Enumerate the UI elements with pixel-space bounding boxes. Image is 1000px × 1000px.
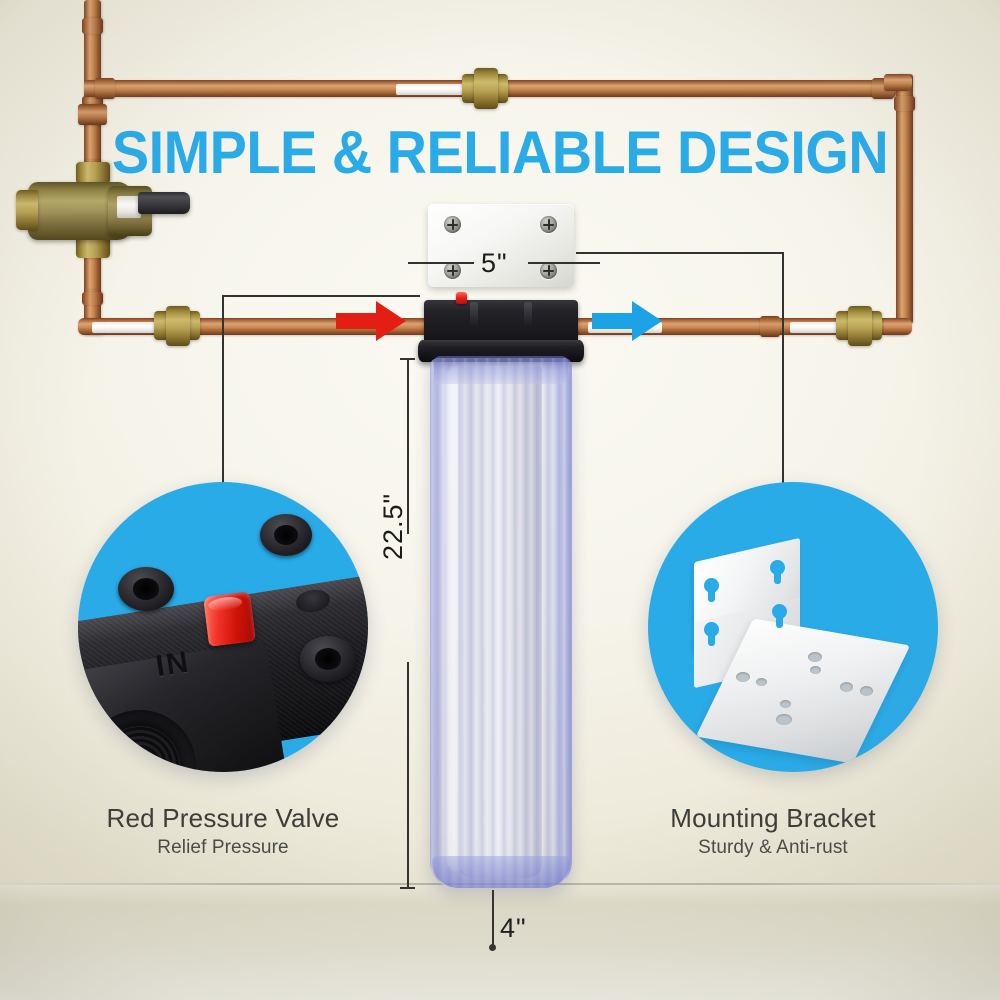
pipe-collar [894, 96, 915, 111]
plate-screw [444, 262, 461, 279]
dim-label-diameter: 4" [500, 913, 527, 943]
port-boss [300, 636, 356, 682]
head-rib [470, 302, 478, 328]
bracket-hole [756, 678, 767, 686]
plate-screw [540, 262, 557, 279]
pipe-collar [82, 292, 103, 305]
pipe-elbow-top-right [884, 74, 912, 91]
dim-label-height: 22.5" [378, 492, 408, 560]
in-marking-text: IN [153, 645, 193, 684]
dim-label-width: 5" [481, 248, 508, 278]
pipe-thread-tape [396, 84, 464, 95]
dim-line-width-right [528, 262, 600, 264]
plate-screw [444, 216, 461, 233]
dim-line-diameter [492, 890, 494, 948]
dim-tick-top [400, 358, 415, 360]
bracket-keyhole [704, 578, 719, 593]
port-boss [118, 567, 174, 611]
sump-highlight [447, 366, 467, 871]
pipe-collar [760, 316, 780, 337]
caption-title: Red Pressure Valve [106, 803, 340, 833]
leader-line-right-horizontal [576, 252, 783, 254]
caption-pressure-valve: Red Pressure Valve Relief Pressure [13, 803, 433, 859]
callout-circle-pressure-valve: IN [78, 482, 368, 772]
brass-union-nut-outlet [848, 306, 872, 346]
brass-union-nut-top [474, 68, 498, 109]
regulator-end-port [16, 190, 38, 230]
brass-nut-lower [76, 236, 110, 258]
bracket-keyhole [704, 622, 719, 637]
bracket-hole [810, 666, 821, 674]
regulator-stem [117, 196, 141, 218]
bracket-hole [780, 700, 791, 708]
pressure-relief-button[interactable] [456, 292, 467, 304]
background-floor [0, 884, 1000, 1000]
brass-union-nut-inlet [166, 306, 190, 346]
red-pressure-relief-valve[interactable] [203, 591, 256, 647]
caption-title: Mounting Bracket [670, 803, 876, 833]
pipe-thread-tape [790, 322, 850, 333]
leader-line-right-vertical [782, 252, 784, 490]
pipe-tee-collar [78, 104, 107, 125]
bracket-keyhole [772, 604, 787, 619]
port-boss [260, 514, 312, 556]
pipe-collar [82, 18, 103, 34]
dim-line-height-upper [407, 358, 409, 534]
leader-line-left-vertical [222, 295, 224, 490]
dim-dot-diameter [489, 944, 496, 951]
pipe-collar [95, 78, 115, 99]
bracket-hole [776, 714, 792, 725]
filter-cartridge [458, 366, 542, 878]
callout-circle-mounting-bracket [648, 482, 938, 772]
pipe-thread-tape [92, 322, 158, 333]
sump-neck [434, 356, 568, 384]
pipe-vertical-right [896, 74, 913, 324]
plate-screw [540, 216, 557, 233]
leader-line-left-horizontal [222, 295, 420, 297]
bracket-keyhole-slot [708, 630, 715, 646]
bracket-keyhole-slot [776, 612, 783, 628]
bracket-hole [808, 652, 822, 662]
head-rib [524, 302, 532, 328]
sump-base [432, 856, 570, 888]
bracket-hole [736, 672, 750, 682]
bracket-keyhole-slot [774, 568, 781, 584]
brass-nut-upper [76, 162, 110, 184]
bracket-hole [860, 686, 873, 696]
page-title: SIMPLE & RELIABLE DESIGN [111, 119, 889, 186]
inlet-flow-arrow-icon [336, 301, 406, 341]
bracket-hole [840, 682, 853, 692]
regulator-handle [138, 192, 190, 214]
dim-line-height-lower [407, 662, 409, 888]
caption-subtitle: Relief Pressure [157, 836, 289, 858]
bracket-keyhole [770, 560, 785, 575]
caption-subtitle: Sturdy & Anti-rust [698, 836, 848, 858]
dim-line-width-left [408, 262, 474, 264]
caption-mounting-bracket: Mounting Bracket Sturdy & Anti-rust [563, 803, 983, 859]
dim-tick-bottom [400, 887, 415, 889]
pipe-elbow-lower-right [884, 318, 912, 335]
outlet-flow-arrow-icon [592, 301, 662, 341]
bracket-keyhole-slot [708, 586, 715, 602]
